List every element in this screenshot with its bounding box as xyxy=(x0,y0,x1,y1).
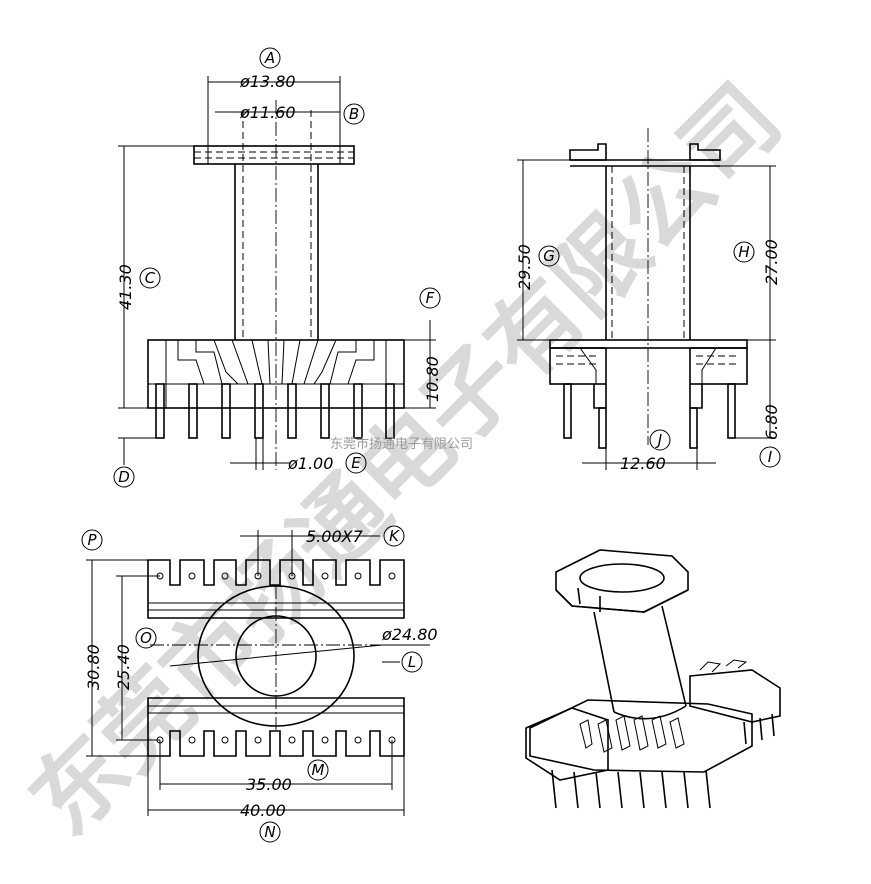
svg-text:H: H xyxy=(738,243,749,261)
dim-p: 30.80 xyxy=(84,644,103,690)
dim-e: ø1.00 xyxy=(287,454,333,473)
dim-k: 5.00X7 xyxy=(306,527,364,546)
label-k: K xyxy=(383,525,405,547)
label-d: D xyxy=(113,466,135,488)
svg-text:P: P xyxy=(87,531,97,549)
dim-i: 6.80 xyxy=(762,404,781,440)
svg-text:D: D xyxy=(118,468,130,486)
svg-text:F: F xyxy=(426,289,435,307)
svg-text:K: K xyxy=(389,527,400,545)
svg-text:A: A xyxy=(264,49,275,67)
label-g: G xyxy=(538,245,560,267)
dim-o: 25.40 xyxy=(114,644,133,690)
side-view: 29.50 27.00 6.80 12.60 xyxy=(515,128,781,473)
svg-text:B: B xyxy=(349,105,359,123)
label-i: I xyxy=(759,446,781,468)
svg-text:N: N xyxy=(264,823,275,841)
label-e: E xyxy=(345,452,367,474)
svg-text:I: I xyxy=(768,448,773,466)
dim-c: 41.30 xyxy=(116,264,135,310)
svg-text:M: M xyxy=(312,761,325,779)
label-m: M xyxy=(307,759,329,781)
label-n: N xyxy=(259,821,281,843)
label-a: A xyxy=(259,47,281,69)
dim-j: 12.60 xyxy=(620,454,666,473)
label-c: C xyxy=(139,267,161,289)
svg-text:E: E xyxy=(351,454,361,472)
dim-a: ø13.80 xyxy=(239,72,296,91)
watermark-small: 东莞市扬通电子有限公司 xyxy=(330,436,473,452)
label-p: P xyxy=(81,529,103,551)
svg-text:J: J xyxy=(655,431,662,449)
circled-labels: A B C D E F G H I J K L M N O P xyxy=(81,47,781,843)
dim-f: 10.80 xyxy=(423,356,442,402)
dim-b: ø11.60 xyxy=(239,103,296,122)
label-f: F xyxy=(419,287,441,309)
svg-text:G: G xyxy=(543,247,555,265)
label-j: J xyxy=(649,429,671,451)
label-o: O xyxy=(135,627,157,649)
dim-m: 35.00 xyxy=(246,775,292,794)
dim-h: 27.00 xyxy=(762,239,781,285)
bottom-view: 5.00X7 30.80 25.40 ø24.80 35.00 40.00 xyxy=(84,527,438,820)
label-l: L xyxy=(401,651,423,673)
svg-text:O: O xyxy=(140,629,152,647)
label-b: B xyxy=(343,103,365,125)
dim-n: 40.00 xyxy=(240,801,286,820)
front-view: ø13.80 ø11.60 41.30 10.80 ø1.00 xyxy=(116,72,442,473)
svg-text:C: C xyxy=(145,269,156,287)
isometric-view xyxy=(525,549,781,809)
svg-text:L: L xyxy=(408,653,416,671)
dim-l: ø24.80 xyxy=(381,625,438,644)
label-h: H xyxy=(733,241,755,263)
dim-g: 29.50 xyxy=(515,244,534,290)
